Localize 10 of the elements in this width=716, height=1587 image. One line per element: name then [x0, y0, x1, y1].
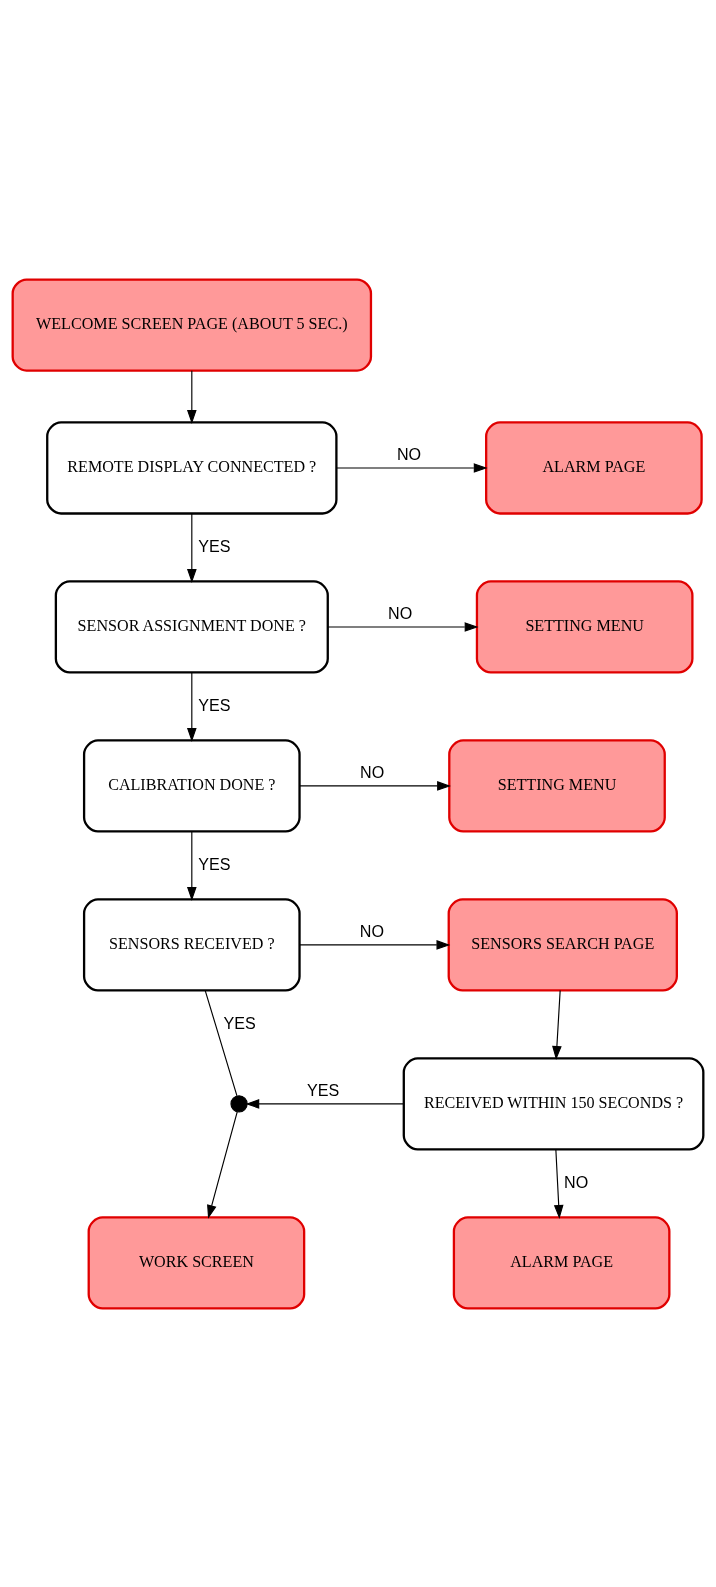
edge-label: NO: [359, 921, 384, 940]
edge-label: NO: [360, 762, 385, 781]
edge-label: NO: [564, 1172, 589, 1191]
edge-label: NO: [396, 444, 422, 463]
edge-label: YES: [198, 536, 231, 555]
edge-label: YES: [307, 1080, 340, 1099]
edge-label: NO: [388, 603, 413, 622]
edge-label: YES: [198, 695, 231, 714]
edge-label: YES: [223, 1013, 256, 1032]
edge-label: YES: [198, 854, 231, 873]
